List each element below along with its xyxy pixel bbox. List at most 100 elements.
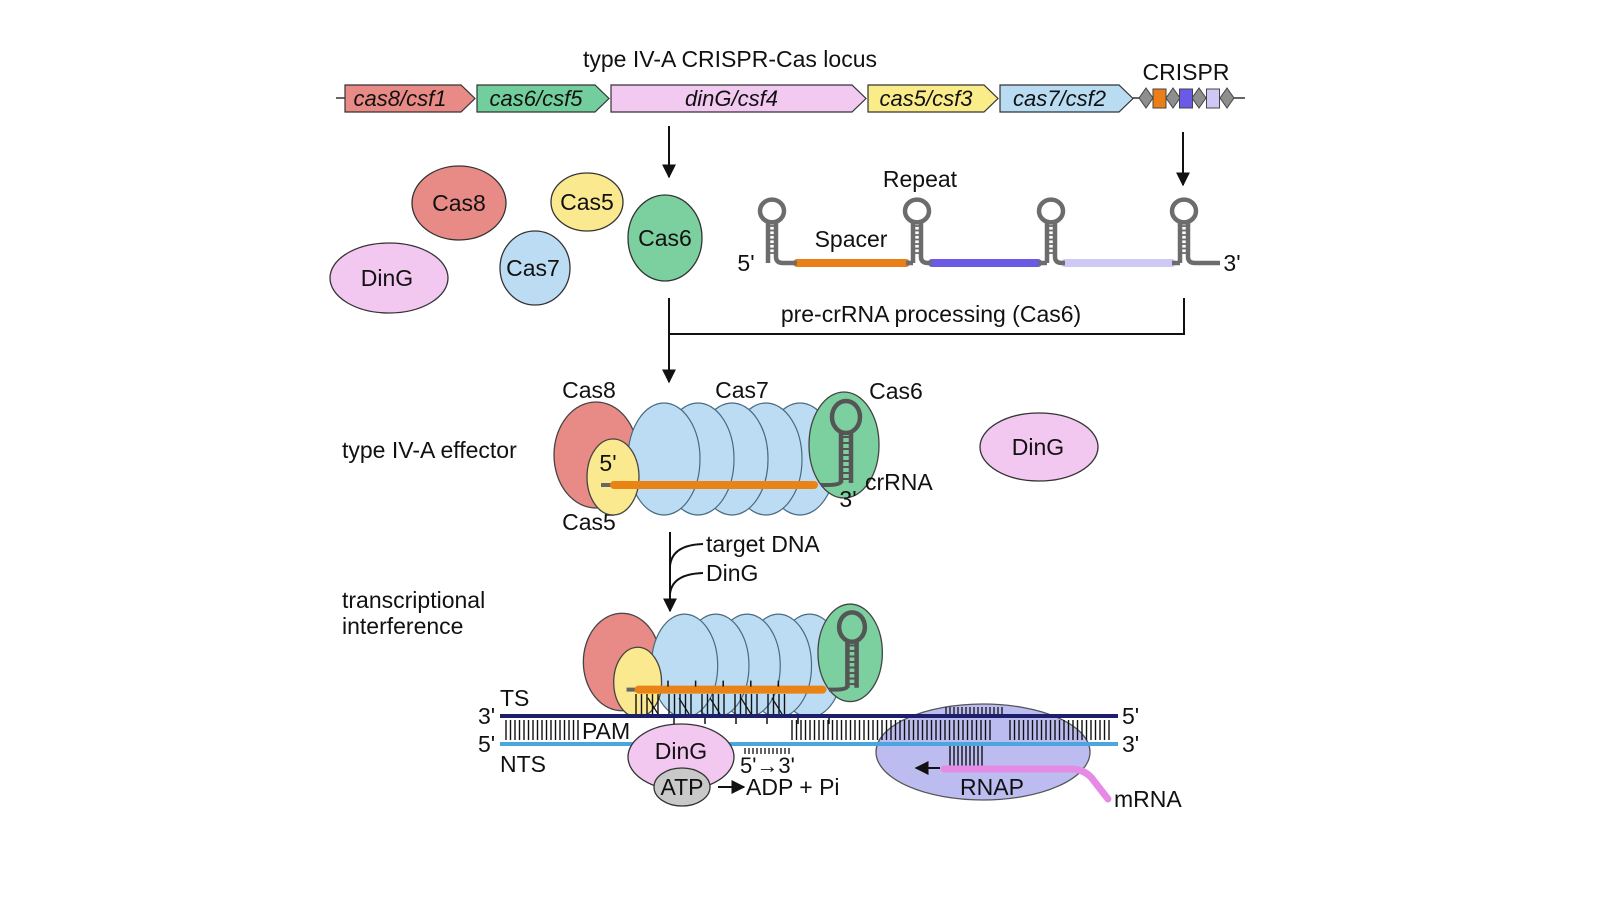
processing-label: pre-crRNA processing (Cas6) (781, 301, 1081, 327)
cas5-label: Cas5 (560, 189, 614, 215)
hairpin-loop (757, 197, 787, 225)
translocation-direction: 5'→3' (740, 753, 795, 778)
spacer-box (1206, 88, 1220, 109)
repeat-hairpin-2 (902, 197, 932, 266)
gene-arrow-cas8: cas8/csf1 (344, 84, 476, 113)
cas8-protein: Cas8 (411, 165, 507, 241)
ding-label: DinG (361, 265, 413, 291)
transcriptional-interference: transcriptional interference TS NTS 3' 5… (342, 587, 1182, 812)
gene-arrow-shape (344, 84, 476, 113)
rloop-crossing (647, 697, 659, 715)
bound-ding-label: DinG (655, 738, 707, 764)
gene-arrow-dinG: dinG/csf4 (610, 84, 867, 113)
cas5-subunit (586, 438, 640, 516)
cas7-subunit (627, 402, 701, 516)
hairpin-loop (1036, 197, 1066, 225)
hairpin-tail (1052, 256, 1065, 266)
nts-right-end: 3' (1122, 731, 1139, 757)
crrna-3prime-tail (829, 685, 850, 692)
repeat-hairpin-1 (757, 197, 797, 266)
atp-molecule: ATP (653, 767, 711, 807)
rnap-label: RNAP (960, 774, 1024, 800)
pre-crrna: Repeat Spacer 5' 3' pre-crRNA processing… (662, 166, 1241, 384)
cas6-label: Cas6 (638, 225, 692, 251)
effector-section-label: type IV-A effector (342, 437, 517, 463)
interference-label-line2: interference (342, 613, 463, 639)
crrna-hairpin-loop (836, 610, 868, 645)
gene-label: cas5/csf3 (880, 86, 974, 111)
free-proteins: Cas8 Cas5 Cas6 Cas7 DinG (329, 165, 703, 314)
crrna-hairpin-loop (829, 398, 863, 436)
free-ding-label: DinG (1012, 434, 1064, 460)
crispr-cas-locus: type IV-A CRISPR-Cas locus cas8/csf1 cas6… (336, 46, 1245, 113)
spacer-label: Spacer (815, 226, 888, 252)
effector-cas6-label: Cas6 (869, 378, 923, 404)
gene-arrow-shape (867, 84, 999, 113)
gene-arrow-shape (999, 84, 1134, 113)
target-dna-input-curve (669, 543, 704, 567)
cas5-protein: Cas5 (550, 172, 624, 232)
crrna-3prime-tail (821, 480, 843, 487)
rloop-crossing (740, 697, 752, 715)
rnap-bubble (940, 707, 1112, 803)
gene-label: cas8/csf1 (354, 86, 447, 111)
gene-label: dinG/csf4 (685, 86, 778, 111)
cas6-subunit (817, 603, 884, 703)
rloop-crossing (709, 697, 721, 715)
interference-label-line1: transcriptional (342, 587, 485, 613)
five-prime-label: 5' (737, 250, 754, 276)
adp-pi-label: ADP + Pi (746, 774, 840, 800)
mrna-transcript (940, 765, 1112, 803)
spacer-box (1179, 88, 1193, 109)
ts-right-end: 5' (1122, 703, 1139, 729)
repeat-hairpin-4 (1169, 197, 1220, 266)
repeat-hairpins (757, 197, 1220, 266)
binding-step: target DNA DinG (663, 531, 820, 613)
rloop-crossing (678, 697, 690, 715)
repeat-diamond (1165, 87, 1181, 109)
nts-label: NTS (500, 751, 546, 777)
effector-shapes (553, 391, 880, 516)
effector-five-prime: 5' (599, 450, 616, 476)
locus-title: type IV-A CRISPR-Cas locus (583, 46, 877, 72)
gene-arrow-cas7: cas7/csf2 (999, 84, 1134, 113)
ts-label: TS (500, 685, 529, 711)
repeat-hairpin-3 (1036, 197, 1066, 266)
bound-effector-shapes (582, 603, 884, 718)
crispr-array (1133, 87, 1245, 109)
hairpin-tail (918, 256, 932, 266)
cas6-protein: Cas6 (627, 194, 703, 282)
gene-arrow-cas5: cas5/csf3 (867, 84, 999, 113)
atp-label: ATP (660, 774, 703, 800)
gene-label: cas7/csf2 (1013, 86, 1106, 111)
binding-input-target-dna: target DNA (706, 531, 820, 557)
rloop-crossing (771, 697, 783, 715)
repeat-diamond (1219, 87, 1235, 109)
hairpin-loop (902, 197, 932, 225)
gene-arrow-shape (476, 84, 610, 113)
processing-bracket (668, 298, 1185, 335)
pam-label: PAM (582, 718, 630, 744)
three-prime-label: 3' (1223, 250, 1240, 276)
hairpin-tail (773, 256, 797, 266)
gene-label: cas6/csf5 (490, 86, 584, 111)
crispr-array-label: CRISPR (1143, 59, 1230, 85)
gene-arrow-cas6: cas6/csf5 (476, 84, 610, 113)
effector-cas8-label: Cas8 (562, 377, 616, 403)
bound-ding: DinG (627, 723, 735, 791)
hairpin-tail (1185, 256, 1220, 266)
repeat-diamond (1138, 87, 1154, 109)
crrna-label: crRNA (865, 469, 933, 495)
free-ding-protein: DinG (979, 412, 1099, 482)
cas5-subunit (613, 646, 663, 718)
nts-left-end: 5' (478, 731, 495, 757)
spacer-box (1152, 88, 1167, 109)
repeat-diamond (1191, 87, 1207, 109)
binding-input-ding: DinG (706, 560, 758, 586)
gene-arrow-shape (610, 84, 867, 113)
gene-arrows: cas8/csf1 cas6/csf5 dinG/csf4 cas5/csf3 cas7… (344, 84, 1134, 113)
mrna-label: mRNA (1114, 786, 1182, 812)
ts-left-end: 3' (478, 703, 495, 729)
cas7-label: Cas7 (506, 255, 560, 281)
